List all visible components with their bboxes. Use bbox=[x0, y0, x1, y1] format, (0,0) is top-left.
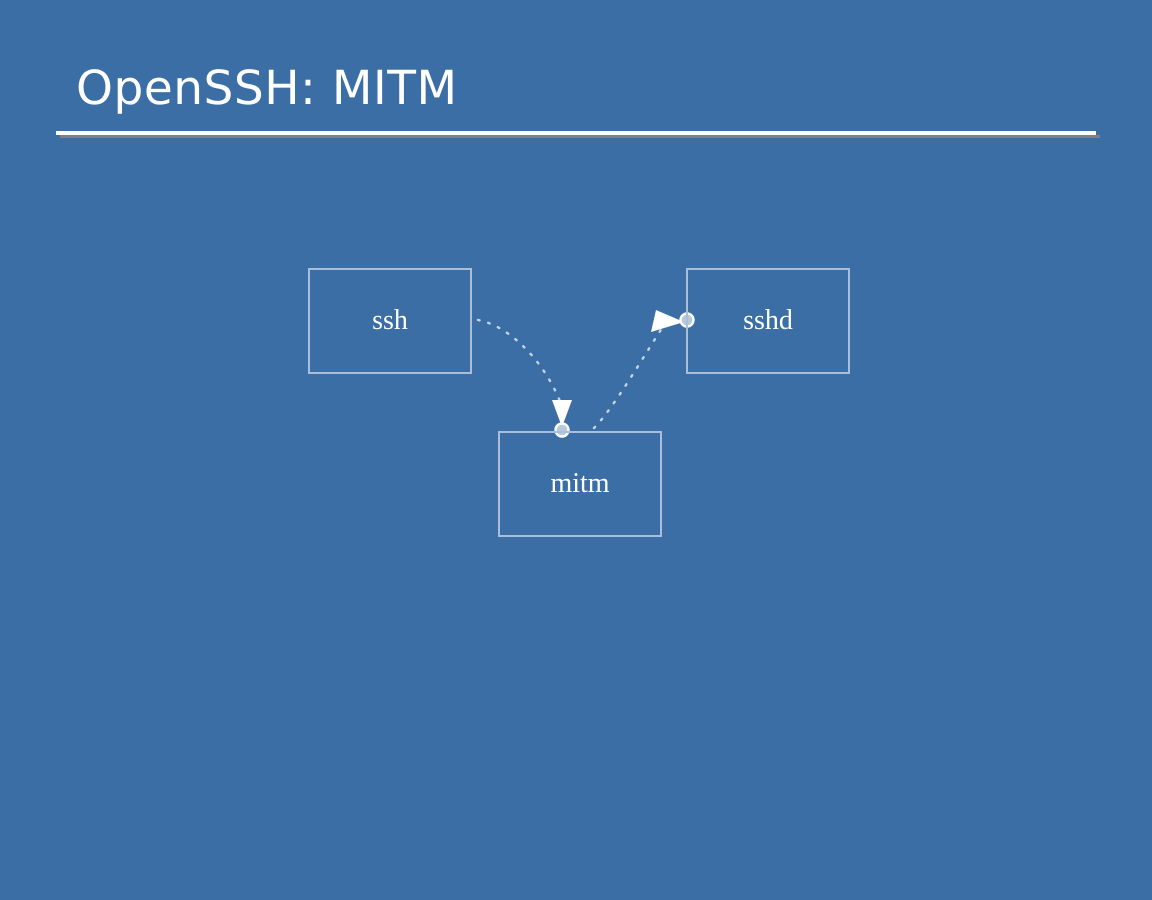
edge-ssh-to-mitm-arrowhead bbox=[552, 400, 572, 427]
diagram-node-sshd[interactable]: sshd bbox=[686, 268, 850, 374]
diagram-node-sshd-label: sshd bbox=[743, 305, 793, 336]
diagram-node-mitm[interactable]: mitm bbox=[498, 431, 662, 537]
page-title: OpenSSH: MITM bbox=[76, 61, 458, 116]
edge-mitm-to-sshd-arrowhead bbox=[651, 310, 684, 332]
diagram-node-ssh[interactable]: ssh bbox=[308, 268, 472, 374]
edge-ssh-to-mitm-line bbox=[476, 318, 563, 406]
diagram-node-ssh-label: ssh bbox=[372, 305, 408, 336]
edge-mitm-to-sshd-line bbox=[592, 320, 668, 430]
title-divider-shadow bbox=[60, 135, 1100, 138]
diagram-node-mitm-label: mitm bbox=[550, 468, 610, 499]
title-divider-line bbox=[56, 131, 1096, 135]
title-divider bbox=[56, 131, 1100, 138]
